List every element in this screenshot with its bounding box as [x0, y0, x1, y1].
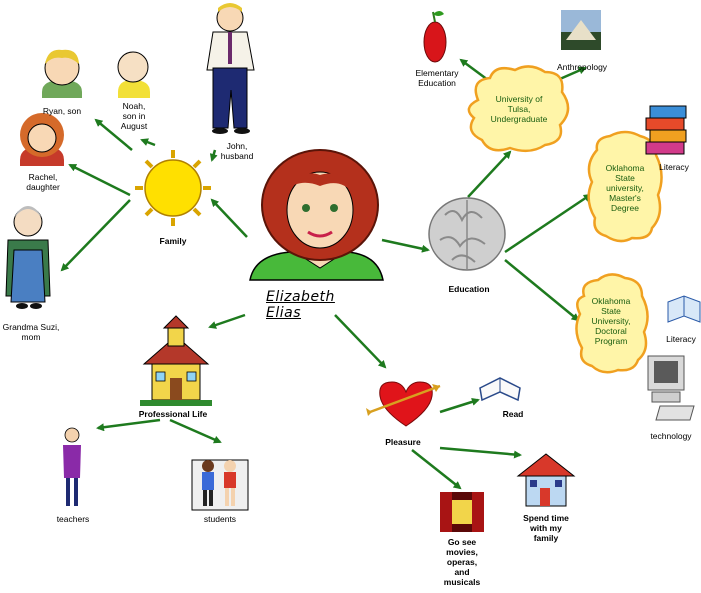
students-icon: [191, 459, 249, 511]
ryan-label: Ryan, son: [42, 106, 82, 116]
tulsa-cloud-icon: [467, 65, 570, 153]
movies-label: Go see movies, operas, and musicals: [443, 537, 481, 587]
rachel-icon: [20, 113, 64, 166]
house-icon: [516, 453, 576, 507]
education-hub-label: Education: [448, 284, 490, 294]
tulsa-node-label: University of Tulsa, Undergraduate: [490, 94, 548, 124]
open-book-read-icon: [479, 377, 521, 402]
arrow-pleasure-familytime: [439, 446, 522, 459]
arrow-family-noah: [140, 138, 156, 147]
family-time-label: Spend time with my family: [523, 513, 569, 543]
arrow-professional-students: [169, 418, 222, 444]
arrow-center-family: [210, 198, 248, 238]
computer-icon: [647, 355, 695, 421]
books-stack-icon: [645, 105, 687, 155]
elementary-education-label: Elementary Education: [415, 68, 459, 88]
arrow-education-tulsa: [467, 150, 512, 198]
john-label: John, husband: [220, 141, 254, 161]
noah-label: Noah, son in August: [120, 101, 148, 131]
center-name-label: Elizabeth Elias: [266, 289, 335, 321]
arrow-family-rachel: [68, 163, 131, 197]
arrow-education-doctoral: [504, 259, 580, 322]
elizabeth-portrait-icon: [249, 149, 384, 281]
read-label: Read: [502, 409, 524, 419]
teachers-label: teachers: [56, 514, 90, 524]
arrow-center-professional: [208, 313, 246, 329]
family-hub-label: Family: [159, 236, 187, 246]
anthropology-label: Anthropology: [556, 62, 608, 72]
arrow-professional-teachers: [96, 418, 161, 432]
john-husband-icon: [206, 3, 255, 134]
osu-doctoral-node-label: Oklahoma State University, Doctoral Prog…: [591, 296, 631, 346]
teacher-icon: [63, 427, 81, 506]
literacy-label-1: Literacy: [659, 162, 689, 172]
open-book-literacy-icon: [667, 295, 701, 323]
arrow-tulsa-elementary: [459, 58, 489, 82]
arrow-center-education: [381, 238, 430, 253]
pleasure-hub-label: Pleasure: [385, 437, 421, 447]
anthropology-photo-icon: [561, 10, 601, 50]
professional-life-hub-label: Professional Life: [138, 409, 208, 419]
school-house-icon: [140, 315, 212, 406]
osu-masters-cloud-icon: [587, 130, 663, 243]
arrow-family-ryan: [94, 118, 133, 151]
technology-label: technology: [650, 431, 692, 441]
sun-icon: [135, 150, 211, 226]
theater-curtain-icon: [440, 492, 484, 532]
literacy-label-2: Literacy: [666, 334, 696, 344]
osu-doctoral-cloud-icon: [575, 273, 649, 374]
heart-arrow-icon: [366, 381, 441, 427]
arrow-pleasure-read: [439, 397, 480, 414]
arrow-family-john: [209, 149, 218, 162]
suzi-label: Grandma Suzi, mom: [2, 322, 60, 342]
osu-masters-node-label: Oklahoma State university, Master's Degr…: [605, 163, 645, 213]
arrow-center-pleasure: [334, 314, 387, 369]
arrow-family-suzi: [60, 199, 131, 272]
apple-icon: [423, 11, 447, 63]
arrow-pleasure-movies: [411, 449, 462, 490]
arrow-education-masters: [504, 193, 592, 254]
grandma-suzi-icon: [5, 206, 51, 309]
noah-baby-icon: [117, 51, 150, 98]
students-label: students: [203, 514, 237, 524]
brain-icon: [428, 197, 506, 271]
rachel-label: Rachel, daughter: [26, 172, 60, 192]
ryan-icon: [42, 49, 82, 98]
